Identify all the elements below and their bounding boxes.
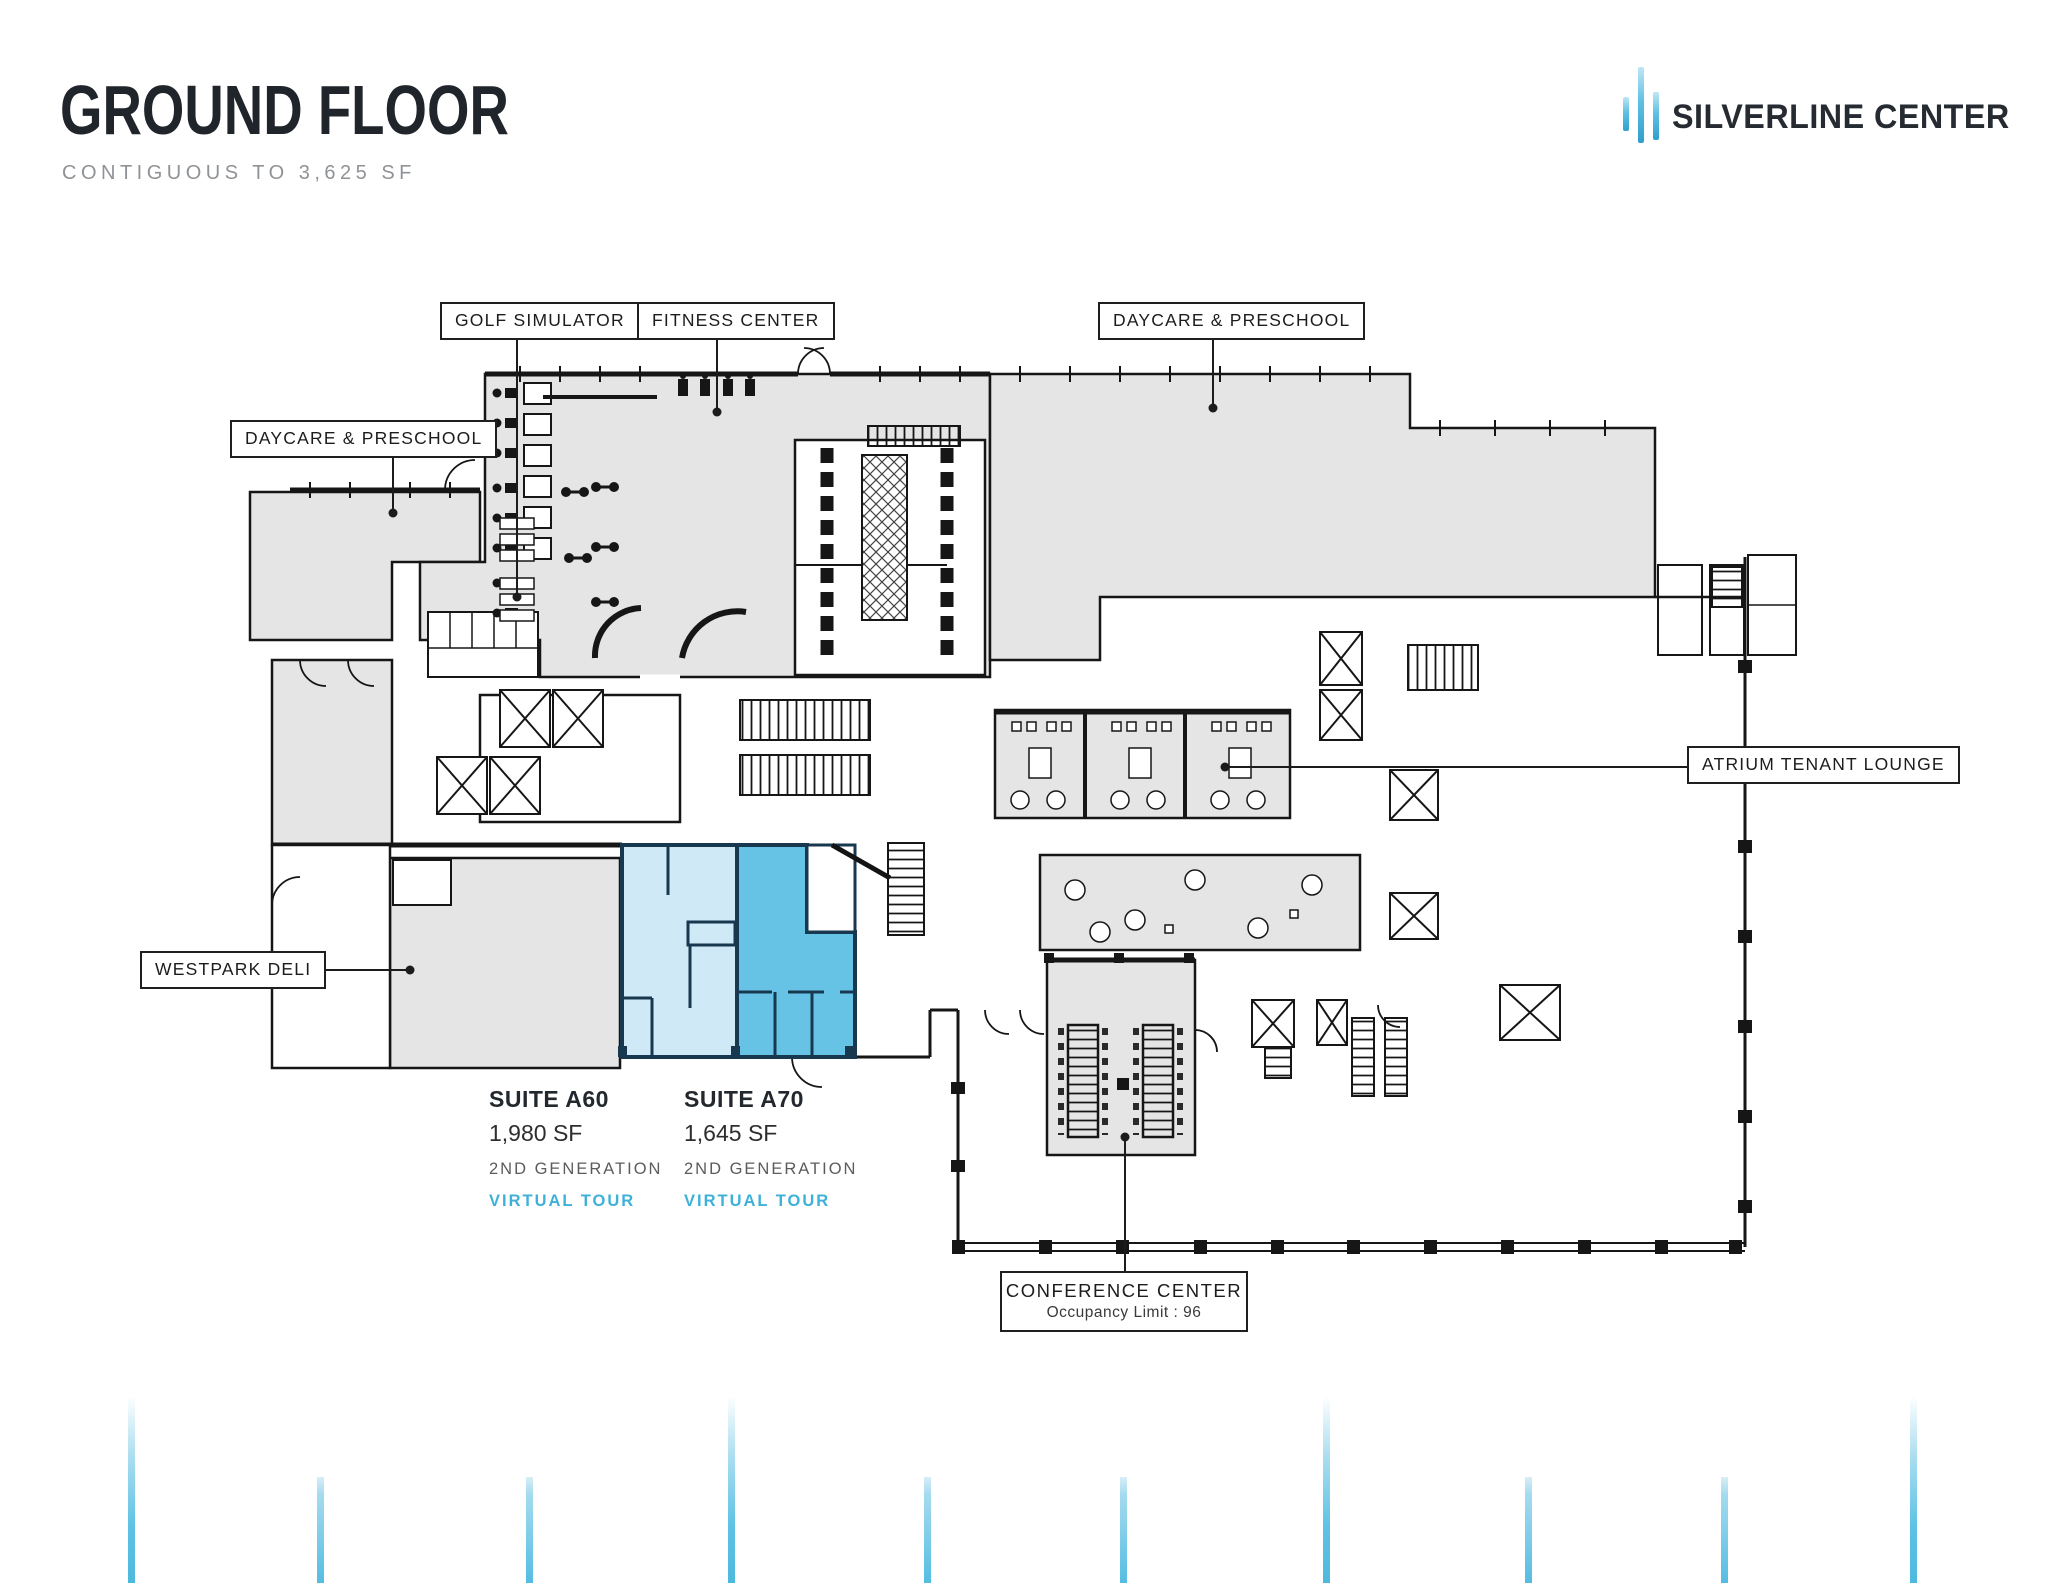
stair-icon (1407, 644, 1479, 691)
escalator-icon (739, 699, 871, 741)
daycare-right-area (988, 372, 1657, 662)
suite-a60-virtual-tour-link[interactable]: VIRTUAL TOUR (489, 1192, 636, 1210)
stair-icon (1351, 1017, 1375, 1097)
label-westpark-deli: WESTPARK DELI (140, 951, 327, 989)
label-fitness-center: FITNESS CENTER (637, 302, 835, 340)
elevator-icon (552, 689, 604, 748)
elevator-icon (1389, 892, 1439, 940)
daycare-left-lower-area (270, 658, 394, 847)
label-golf-simulator: GOLF SIMULATOR (440, 302, 640, 340)
suites (618, 842, 892, 1059)
decorative-bar (728, 1396, 735, 1583)
fitness-equipment (492, 373, 987, 680)
label-daycare-preschool-left: DAYCARE & PRESCHOOL (230, 420, 498, 458)
decorative-bar (526, 1477, 533, 1583)
suite-a70-virtual-tour-link[interactable]: VIRTUAL TOUR (684, 1192, 831, 1210)
decorative-bar (1525, 1477, 1532, 1583)
suite-a70-info: SUITE A70 1,645 SF 2ND GENERATION VIRTUA… (684, 1086, 857, 1211)
suite-area: 1,645 SF (684, 1120, 778, 1146)
suite-generation: 2ND GENERATION (684, 1160, 858, 1178)
escalator-icon (739, 754, 871, 796)
columns (951, 660, 1752, 1254)
leader-lines (322, 340, 1690, 1275)
suite-a60-region (620, 843, 739, 1059)
stair-icon (1264, 1047, 1292, 1079)
suite-name: SUITE A60 (489, 1086, 609, 1112)
suite-partitions (622, 847, 855, 1055)
stairs-escalators (739, 566, 1743, 1097)
elevator-icon (1389, 769, 1439, 821)
wall-ticks (309, 366, 1606, 498)
elevator-icon (499, 689, 551, 748)
locker-details (428, 604, 1796, 649)
suite-a60-info: SUITE A60 1,980 SF 2ND GENERATION VIRTUA… (489, 1086, 662, 1211)
conference-furniture (1058, 1023, 1218, 1139)
atrium-lounge-lower-area (1038, 853, 1362, 952)
decorative-bar (1120, 1477, 1127, 1583)
lounge-furniture (1010, 712, 1323, 943)
label-conference-center: CONFERENCE CENTER Occupancy Limit : 96 (1000, 1271, 1248, 1333)
elevator-icon (489, 756, 541, 815)
stair-icon (1711, 566, 1743, 608)
stair-icon (1384, 1017, 1408, 1097)
page-title: GROUND FLOOR (60, 71, 509, 149)
conference-center-title: CONFERENCE CENTER (1005, 1280, 1243, 1301)
suite-area: 1,980 SF (489, 1120, 583, 1146)
suite-name: SUITE A70 (684, 1086, 804, 1112)
brand-name: SILVERLINE CENTER (1672, 98, 2010, 136)
elevator-icon (1316, 999, 1348, 1046)
door-arcs (271, 347, 1401, 1088)
decorative-bar (128, 1396, 135, 1583)
vertical-bars-icon (1653, 92, 1659, 140)
decorative-bar (1721, 1477, 1728, 1583)
elevator-icon (1499, 984, 1561, 1041)
page-subtitle: CONTIGUOUS TO 3,625 SF (62, 162, 416, 184)
stair-icon (887, 842, 925, 936)
decorative-bar (317, 1477, 324, 1583)
leader-dots (388, 403, 1230, 1142)
elevator-icon (1319, 689, 1363, 741)
decorative-bar (1323, 1396, 1330, 1583)
suite-generation: 2ND GENERATION (489, 1160, 663, 1178)
conference-occupancy-limit: Occupancy Limit : 96 (1046, 1304, 1202, 1322)
elevators (436, 631, 1561, 1048)
vertical-bars-icon (1623, 97, 1629, 131)
vertical-bars-icon (1638, 67, 1644, 143)
decorative-bar (924, 1477, 931, 1583)
elevator-icon (1319, 631, 1363, 686)
elevator-icon (1251, 999, 1295, 1048)
label-daycare-preschool-top: DAYCARE & PRESCHOOL (1098, 302, 1366, 340)
elevator-icon (436, 756, 488, 815)
label-atrium-tenant-lounge: ATRIUM TENANT LOUNGE (1687, 746, 1960, 784)
decorative-bar (1910, 1396, 1917, 1583)
